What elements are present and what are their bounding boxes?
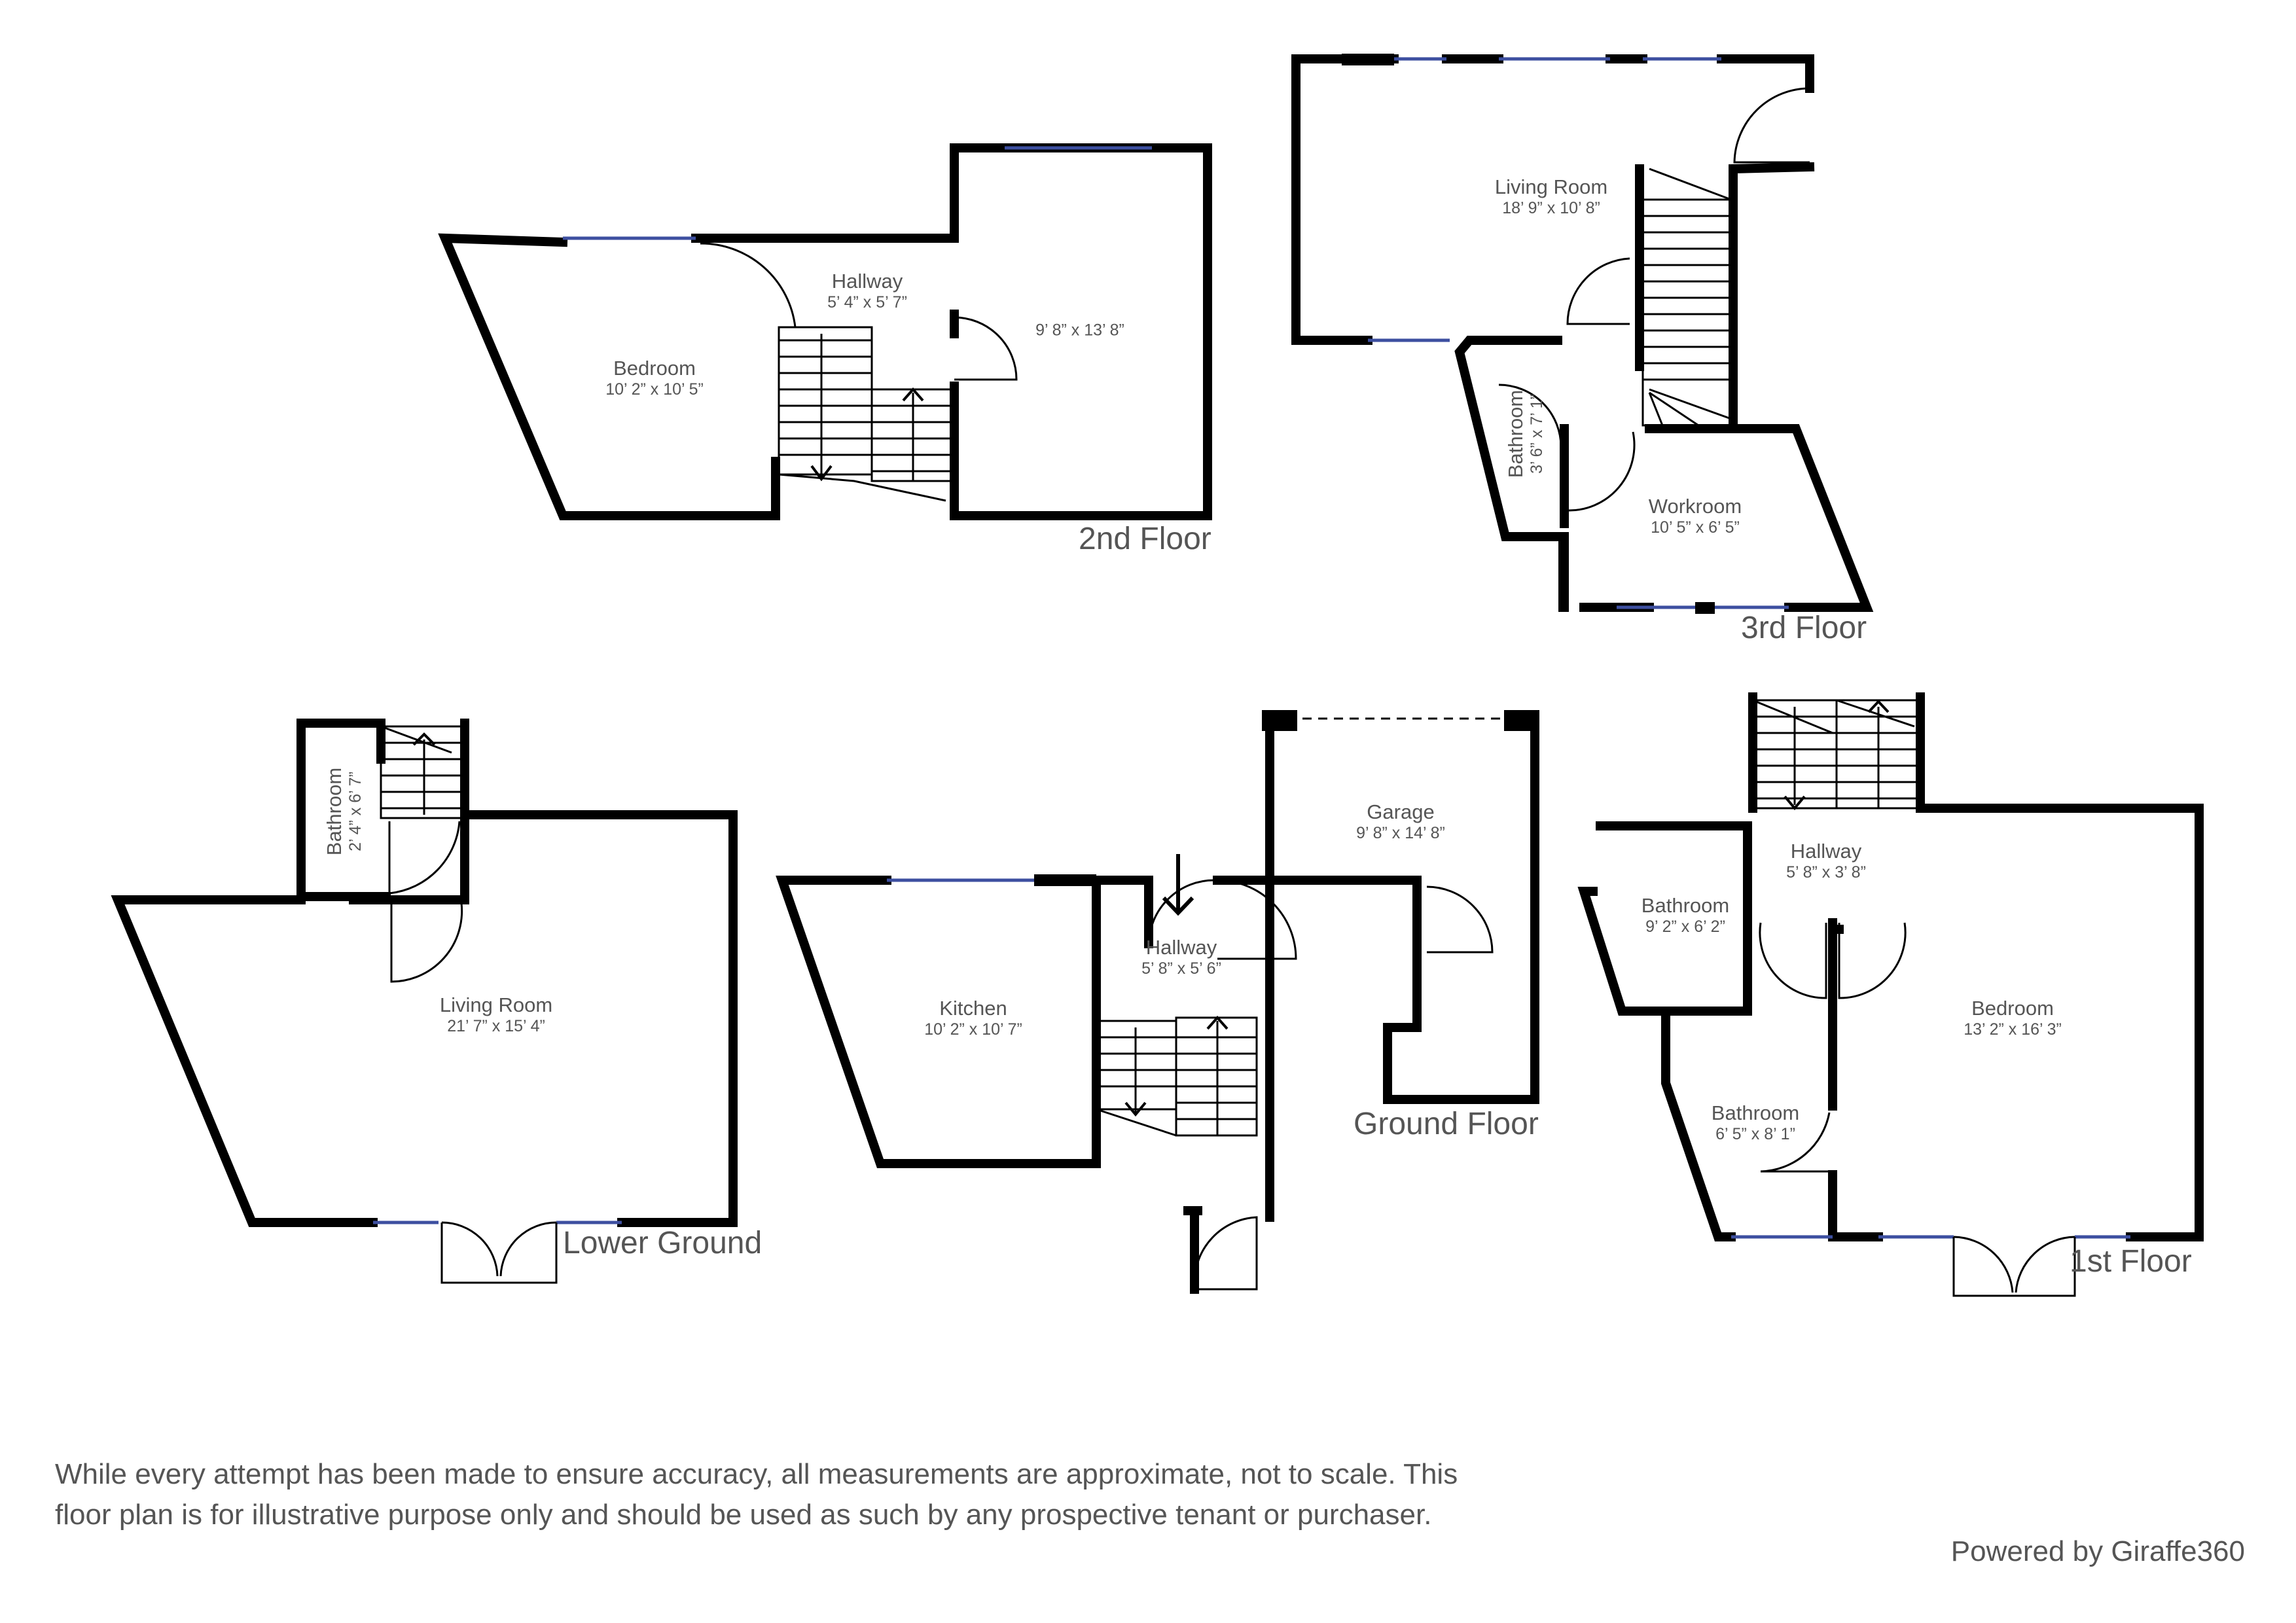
room-name: Hallway xyxy=(1145,935,1217,959)
room-name: Kitchen xyxy=(939,996,1007,1020)
room-label-1st-hallway: Hallway 5’ 8” x 3’ 8” xyxy=(1786,840,1866,882)
thin-details xyxy=(380,87,2076,1297)
windows xyxy=(373,57,2130,1239)
room-dimensions: 9’ 2” x 6’ 2” xyxy=(1645,917,1725,936)
room-label-ground-garage: Garage 9’ 8” x 14’ 8” xyxy=(1356,800,1445,842)
room-dimensions: 13’ 2” x 16’ 3” xyxy=(1964,1020,2062,1039)
room-label-3rd-bathroom: Bathroom 3’ 6” x 7’ 1” xyxy=(1504,390,1546,478)
floor-label-ground: Ground Floor xyxy=(1354,1107,1539,1141)
room-label-1st-bedroom: Bedroom 13’ 2” x 16’ 3” xyxy=(1964,997,2062,1039)
room-label-1st-bathroom-a: Bathroom 9’ 2” x 6’ 2” xyxy=(1641,894,1729,936)
room-name: Living Room xyxy=(1494,175,1608,198)
room-label-2nd-hallway: Hallway 5’ 4” x 5’ 7” xyxy=(827,270,907,312)
room-dimensions: 3’ 6” x 7’ 1” xyxy=(1527,394,1546,474)
floor-label-3rd: 3rd Floor xyxy=(1741,611,1867,645)
room-name: Bathroom xyxy=(322,767,346,856)
room-name: Workroom xyxy=(1648,494,1742,518)
room-dimensions: 10’ 2” x 10’ 7” xyxy=(924,1020,1022,1039)
floor-label-lower-ground: Lower Ground xyxy=(563,1226,762,1260)
room-dimensions: 5’ 8” x 3’ 8” xyxy=(1786,863,1866,882)
room-label-3rd-workroom: Workroom 10’ 5” x 6’ 5” xyxy=(1649,495,1742,537)
room-name: Living Room xyxy=(439,993,553,1016)
room-dimensions: 2’ 4” x 6’ 7” xyxy=(346,772,365,851)
room-label-ground-hallway: Hallway 5’ 8” x 5’ 6” xyxy=(1141,936,1221,978)
room-dimensions: 21’ 7” x 15’ 4” xyxy=(447,1016,545,1035)
room-name: Hallway xyxy=(831,269,903,293)
third-floor-walls xyxy=(1291,54,1874,612)
room-label-ground-kitchen: Kitchen 10’ 2” x 10’ 7” xyxy=(924,997,1022,1039)
room-name: Hallway xyxy=(1790,839,1862,863)
room-dimensions: 9’ 8” x 14’ 8” xyxy=(1356,823,1445,842)
stair-arrows xyxy=(412,387,1890,1117)
room-name: Bedroom xyxy=(1971,996,2054,1020)
powered-by-credit: Powered by Giraffe360 xyxy=(1950,1535,2245,1567)
floor-label-2nd: 2nd Floor xyxy=(1079,522,1211,556)
room-dimensions: 5’ 4” x 5’ 7” xyxy=(827,293,907,312)
room-name: Bedroom xyxy=(613,356,696,380)
room-name: Bathroom xyxy=(1711,1101,1800,1124)
room-label-3rd-living-room: Living Room 18’ 9” x 10’ 8” xyxy=(1495,175,1607,217)
room-label-lg-bathroom: Bathroom 2’ 4” x 6’ 7” xyxy=(323,768,365,855)
room-label-1st-bathroom-b: Bathroom 6’ 5” x 8’ 1” xyxy=(1712,1101,1799,1143)
floor-label-1st: 1st Floor xyxy=(2070,1244,2192,1279)
room-label-lg-living-room: Living Room 21’ 7” x 15’ 4” xyxy=(440,993,552,1035)
room-dimensions: 18’ 9” x 10’ 8” xyxy=(1502,198,1600,217)
room-dimensions: 6’ 5” x 8’ 1” xyxy=(1715,1124,1795,1143)
room-name: Bathroom xyxy=(1503,389,1527,478)
room-name: Garage xyxy=(1367,800,1435,823)
room-label-2nd-bedroom: Bedroom 10’ 2” x 10’ 5” xyxy=(605,357,704,399)
room-dimensions: 9’ 8” x 13’ 8” xyxy=(1035,321,1124,340)
room-label-2nd-room: 9’ 8” x 13’ 8” xyxy=(1035,321,1124,340)
room-name: Bathroom xyxy=(1641,893,1730,917)
room-dimensions: 5’ 8” x 5’ 6” xyxy=(1141,959,1221,978)
disclaimer-text: While every attempt has been made to ens… xyxy=(55,1458,1458,1531)
room-dimensions: 10’ 2” x 10’ 5” xyxy=(605,380,704,399)
wall-blocks xyxy=(1034,54,1715,886)
first-floor-walls xyxy=(1577,692,2204,1241)
room-dimensions: 10’ 5” x 6’ 5” xyxy=(1651,518,1740,537)
